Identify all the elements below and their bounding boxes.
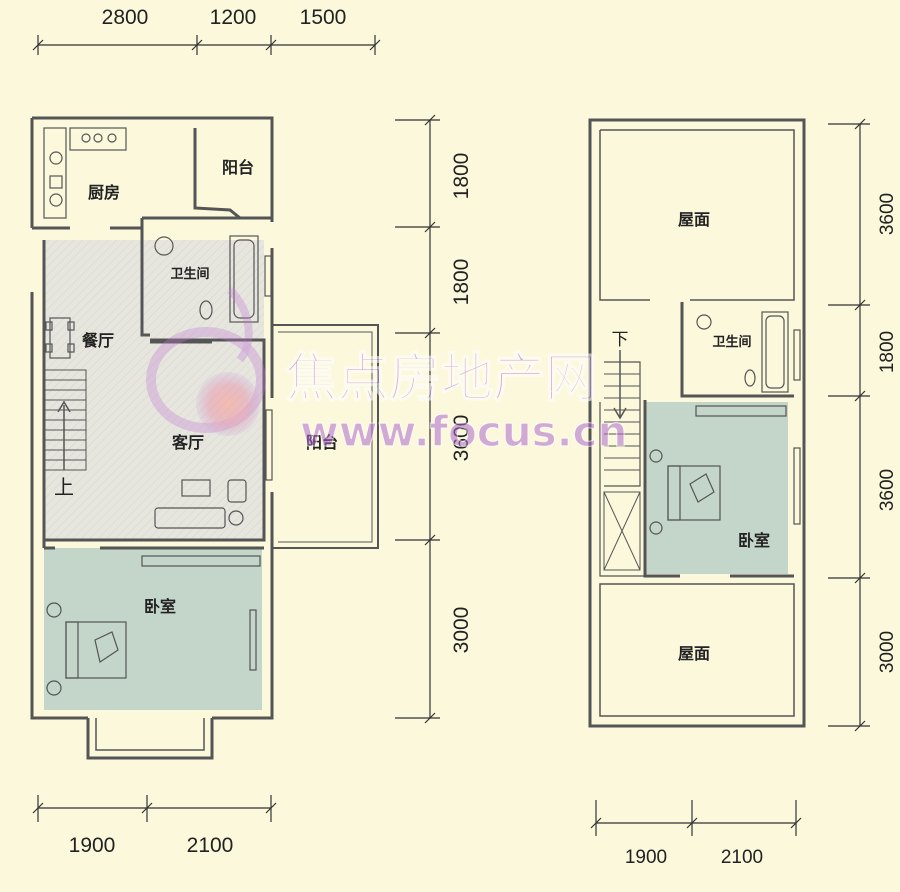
right-right-dim-3: 3600 — [877, 469, 898, 511]
room-label-dining: 餐厅 — [81, 331, 114, 350]
right-bedroom-furniture — [649, 405, 801, 535]
right-bottom-dim-2: 2100 — [721, 847, 763, 868]
left-walls — [30, 116, 274, 760]
left-balcony-right-walls — [272, 324, 379, 549]
left-top-dim-1: 2800 — [102, 6, 149, 29]
left-top-dimension-line — [32, 35, 381, 55]
left-bottom-dim-2: 2100 — [187, 834, 234, 857]
left-top-dim-2: 1200 — [210, 6, 257, 29]
room-label-roof-top: 屋面 — [678, 210, 710, 229]
left-bottom-dim-1: 1900 — [69, 834, 116, 857]
left-right-dim-2: 1800 — [450, 259, 473, 306]
room-label-kitchen: 厨房 — [88, 183, 120, 202]
watermark-cn: 焦点房地产网 — [285, 349, 597, 409]
right-right-dim-2: 1800 — [877, 331, 898, 373]
room-label-left-bathroom: 卫生间 — [170, 266, 209, 282]
right-bedroom-floor — [645, 402, 788, 574]
left-right-dim-1: 1800 — [450, 153, 473, 200]
right-right-dim-4: 3000 — [877, 631, 898, 673]
right-stair — [603, 350, 641, 571]
room-label-balcony-top: 阳台 — [222, 158, 254, 177]
room-label-right-bedroom: 卧室 — [738, 531, 770, 550]
kitchen-counters — [43, 127, 127, 219]
watermark: 焦点房地产网 www.focus.cn — [146, 287, 628, 457]
room-label-roof-bottom: 屋面 — [678, 644, 710, 663]
right-right-dimension-line — [828, 118, 870, 732]
stair-up-label: 上 — [54, 475, 74, 499]
watermark-url: www.focus.cn — [300, 407, 627, 456]
left-top-dim-3: 1500 — [300, 6, 347, 29]
dining-table — [45, 317, 75, 359]
right-bottom-dim-1: 1900 — [625, 847, 667, 868]
right-bottom-dimension-line — [590, 800, 802, 836]
right-bathroom-fixtures — [696, 311, 801, 393]
left-bottom-dimension-line — [32, 795, 277, 822]
right-walls — [588, 118, 806, 728]
room-label-living: 客厅 — [172, 433, 204, 452]
watermark-logo-icon — [146, 287, 266, 436]
left-right-dimension-line — [395, 114, 440, 724]
living-furniture — [150, 340, 273, 529]
left-right-dim-4: 3000 — [450, 607, 473, 654]
left-bedroom-furniture — [46, 555, 261, 696]
left-stair — [43, 369, 87, 471]
room-label-left-bedroom: 卧室 — [144, 597, 176, 616]
room-label-balcony-right: 阳台 — [306, 433, 338, 452]
right-right-dim-1: 3600 — [877, 193, 898, 235]
left-bedroom-floor — [44, 548, 262, 710]
stair-down-label: 下 — [612, 330, 629, 350]
left-bathroom-fixtures — [154, 235, 272, 323]
left-right-dim-3: 3600 — [450, 415, 473, 462]
room-label-right-bathroom: 卫生间 — [712, 334, 751, 350]
right-plan: 1900 2100 3600 1800 3600 3000 屋面 下 卫生间 卧… — [588, 118, 898, 868]
